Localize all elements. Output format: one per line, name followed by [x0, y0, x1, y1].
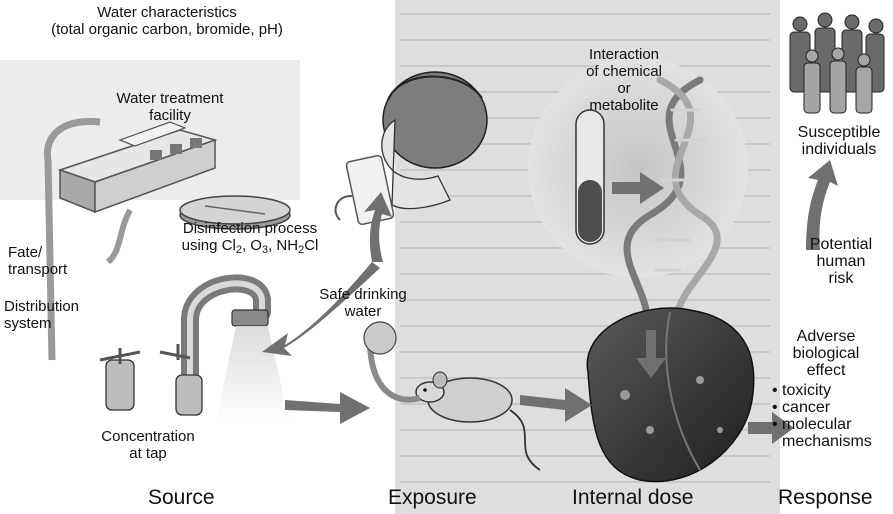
effect-item: cancer [772, 399, 890, 416]
effect-item: toxicity [772, 382, 890, 399]
fate-transport-label: Fate/ transport [8, 244, 67, 278]
adverse-effect-label: Adverse biological effect [770, 328, 882, 379]
interaction-label: Interaction of chemical or metabolite [564, 46, 684, 114]
susceptible-individuals-label: Susceptible individuals [786, 124, 892, 158]
treatment-facility-label: Water treatment facility [100, 90, 240, 124]
disinfection-process-label: Disinfection process using Cl2, O3, NH2C… [160, 220, 340, 259]
faucet-icon [100, 283, 290, 425]
people-group-icon [790, 13, 884, 113]
effect-item: molecular [772, 416, 890, 433]
potential-risk-label: Potential human risk [796, 236, 886, 287]
concentration-label: Concentration at tap [78, 428, 218, 462]
disinfection-agents: using Cl2, O3, NH2Cl [160, 237, 340, 259]
stage-source: Source [148, 486, 215, 510]
stage-internal-dose: Internal dose [572, 486, 693, 510]
test-tube-icon [576, 110, 604, 244]
safe-drinking-water-label: Safe drinking water [298, 286, 428, 320]
stage-exposure: Exposure [388, 486, 477, 510]
tank-pipe [108, 210, 130, 262]
arrow-to-mouse [285, 392, 370, 424]
stage-response: Response [778, 486, 873, 510]
distribution-system-label: Distribution system [4, 298, 79, 332]
effect-item-continued: mechanisms [772, 433, 890, 450]
water-characteristics-label: Water characteristics (total organic car… [2, 4, 332, 38]
effects-list: toxicity cancer molecular mechanisms [772, 382, 890, 450]
